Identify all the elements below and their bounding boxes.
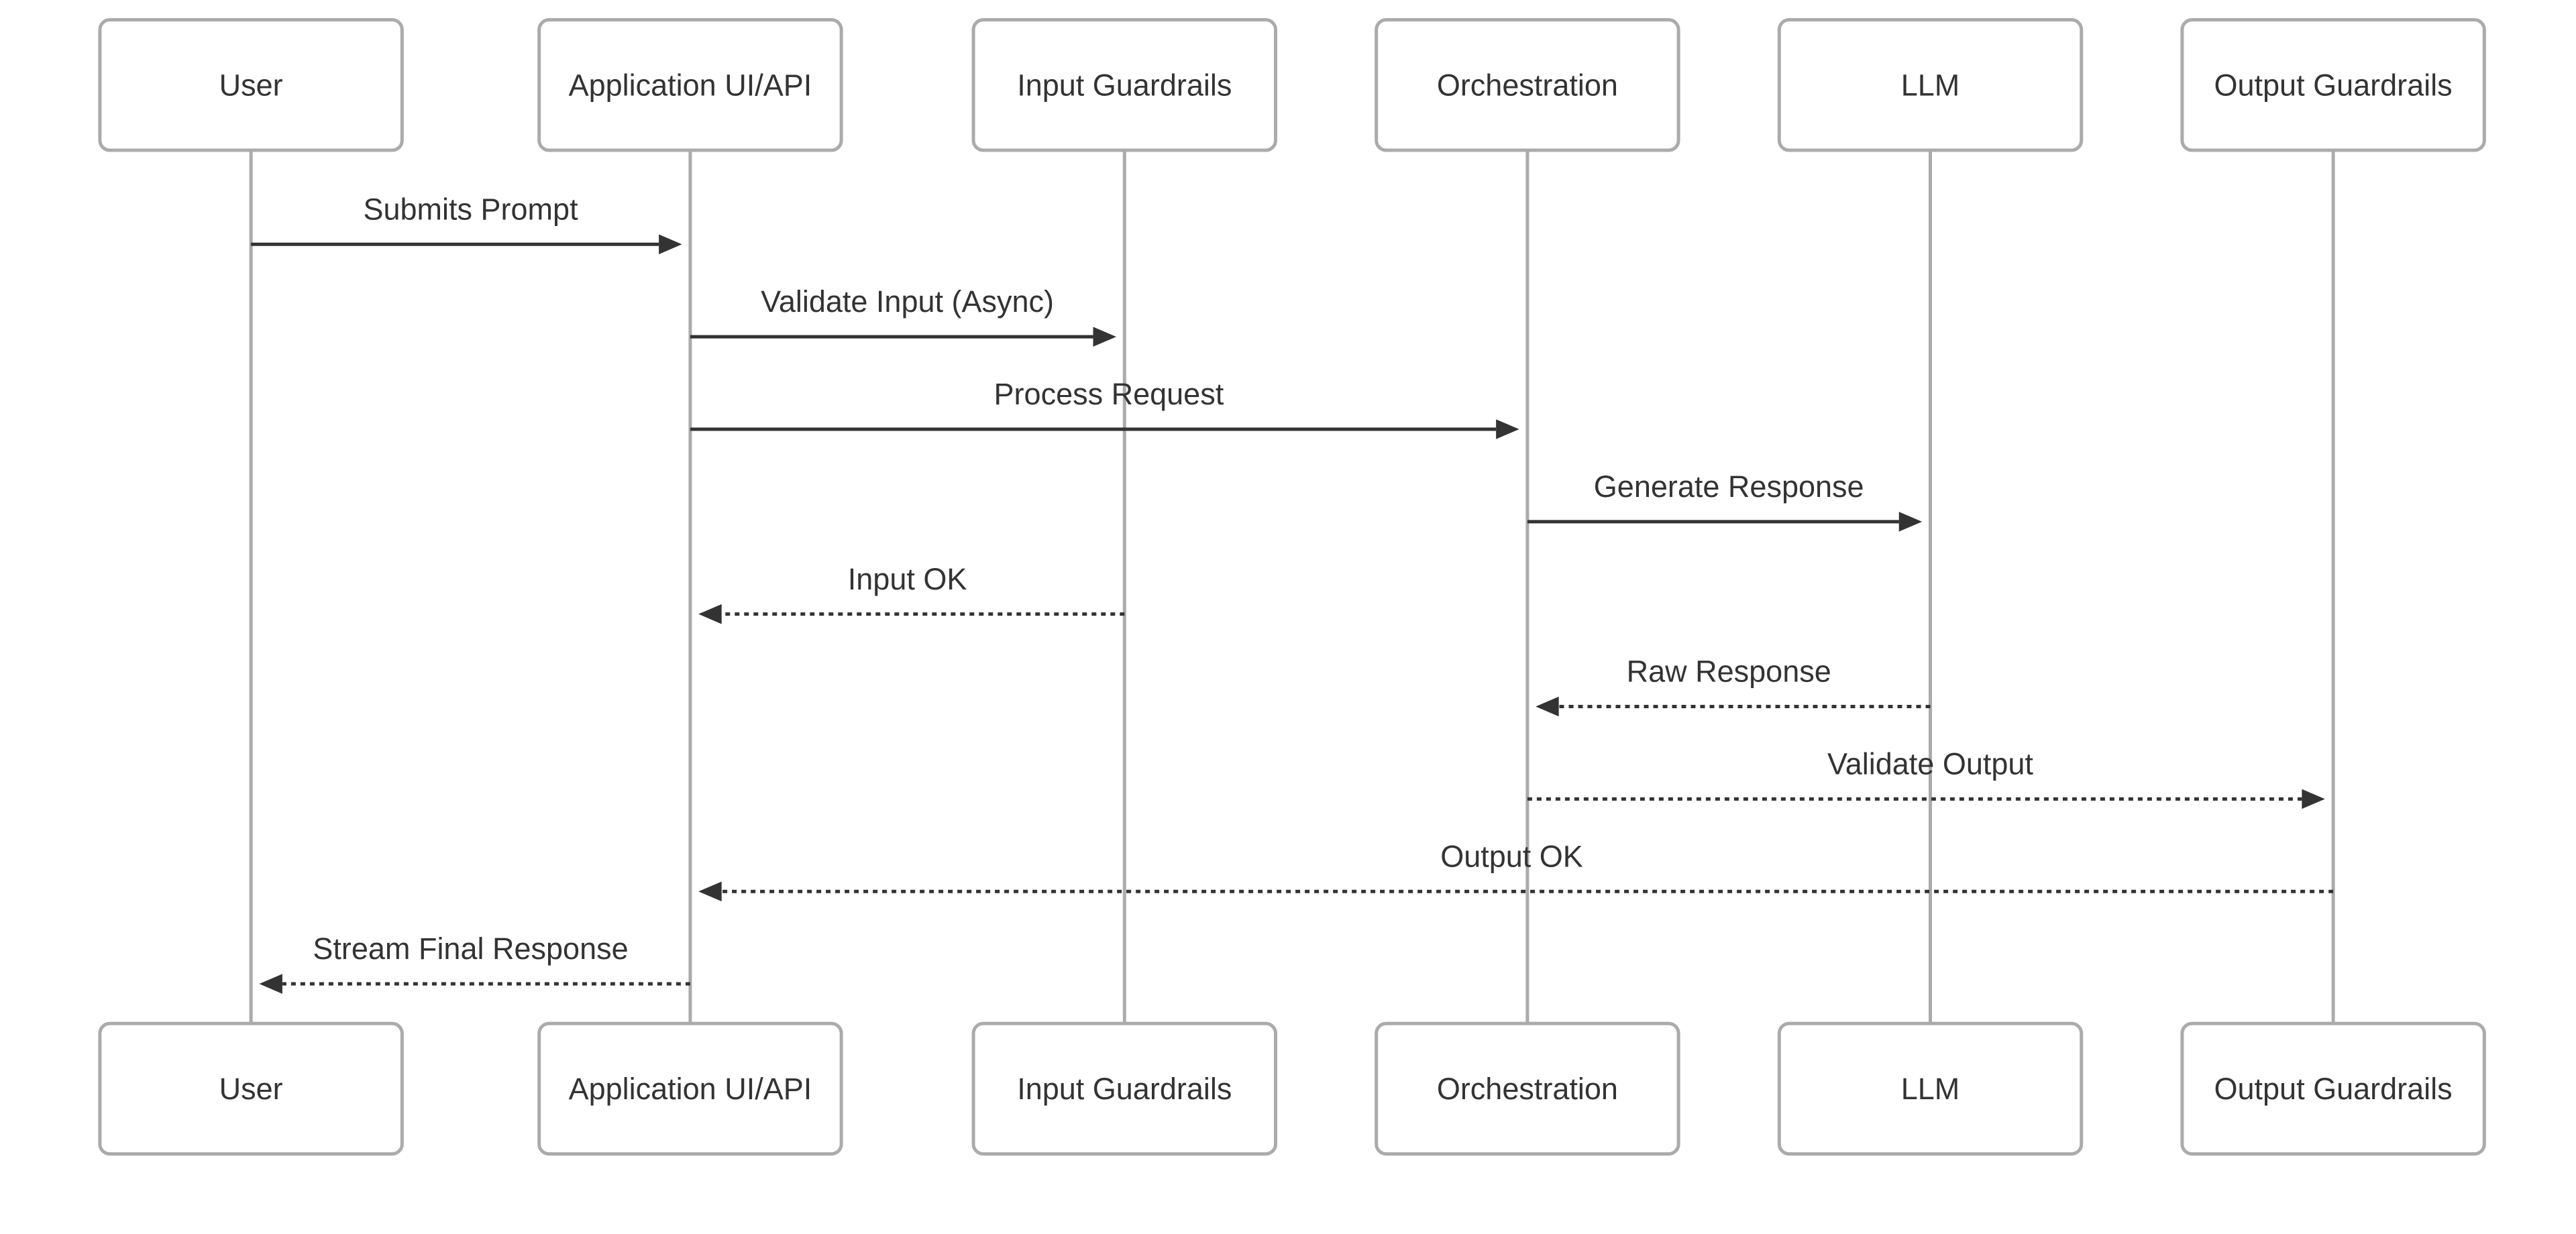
participant-box [2180,1021,2486,1156]
participant-label: User [219,1072,283,1106]
participant-label: Input Guardrails [1017,68,1232,102]
participant-box [971,18,1278,152]
arrowhead [698,881,722,901]
arrowhead [659,234,682,255]
participant-box [1777,1021,2084,1156]
message-2: Validate Input (Async) [690,284,1116,347]
arrowhead [1093,327,1116,347]
participant-label: Output Guardrails [2214,1072,2453,1106]
message-label: Raw Response [1627,655,1831,689]
participant-label: LLM [1901,68,1960,102]
participant-output_guardrails-bottom: Output Guardrails [2180,1021,2486,1156]
arrowhead [1536,696,1559,717]
participant-llm-top: LLM [1777,18,2084,152]
message-label: Submits Prompt [363,192,578,226]
lifelines [249,150,2335,1024]
arrowhead [1496,419,1519,439]
message-label: Output OK [1440,839,1583,873]
participant-app-bottom: Application UI/API [537,1021,843,1156]
message-3: Process Request [690,377,1519,439]
participant-label: LLM [1901,1072,1960,1106]
participant-footer-row: User Application UI/API Input Guardrails Or… [98,1021,2486,1156]
participant-box [98,18,404,152]
message-6: Raw Response [1536,655,1931,717]
participant-box [1777,18,2084,152]
participant-llm-bottom: LLM [1777,1021,2084,1156]
participant-header-row: User Application UI/API Input Guardrails Or… [98,18,2486,152]
participant-label: Input Guardrails [1017,1072,1232,1106]
participant-app-top: Application UI/API [537,18,843,152]
participant-input_guardrails-bottom: Input Guardrails [971,1021,1278,1156]
participant-user-bottom: User [98,1021,404,1156]
participant-box [1375,18,1680,152]
message-7: Validate Output [1527,746,2325,809]
message-label: Generate Response [1594,469,1864,504]
participant-label: Orchestration [1437,1072,1618,1106]
participant-box [98,1021,404,1156]
participant-label: Orchestration [1437,68,1618,102]
message-1: Submits Prompt [251,192,682,255]
participant-box [1375,1021,1680,1156]
participant-box [971,1021,1278,1156]
message-4: Generate Response [1527,469,1923,532]
message-label: Stream Final Response [313,932,628,966]
participant-box [2180,18,2486,152]
participant-label: Application UI/API [569,68,812,102]
participant-output_guardrails-top: Output Guardrails [2180,18,2486,152]
arrowhead [259,974,282,994]
participant-label: User [219,68,283,102]
participant-label: Application UI/API [569,1072,812,1106]
participant-input_guardrails-top: Input Guardrails [971,18,1278,152]
message-label: Validate Output [1827,746,2033,781]
message-5: Input OK [698,562,1125,624]
arrowhead [698,604,722,624]
message-9: Stream Final Response [259,932,690,994]
message-label: Process Request [994,377,1224,411]
participant-orchestration-bottom: Orchestration [1375,1021,1680,1156]
participant-orchestration-top: Orchestration [1375,18,1680,152]
participant-box [537,18,843,152]
participant-box [537,1021,843,1156]
participant-user-top: User [98,18,404,152]
participant-label: Output Guardrails [2214,68,2453,102]
message-label: Validate Input (Async) [761,284,1054,319]
message-label: Input OK [848,562,967,596]
arrowhead [2302,789,2325,809]
arrowhead [1898,512,1923,532]
message-8: Output OK [698,839,2334,901]
